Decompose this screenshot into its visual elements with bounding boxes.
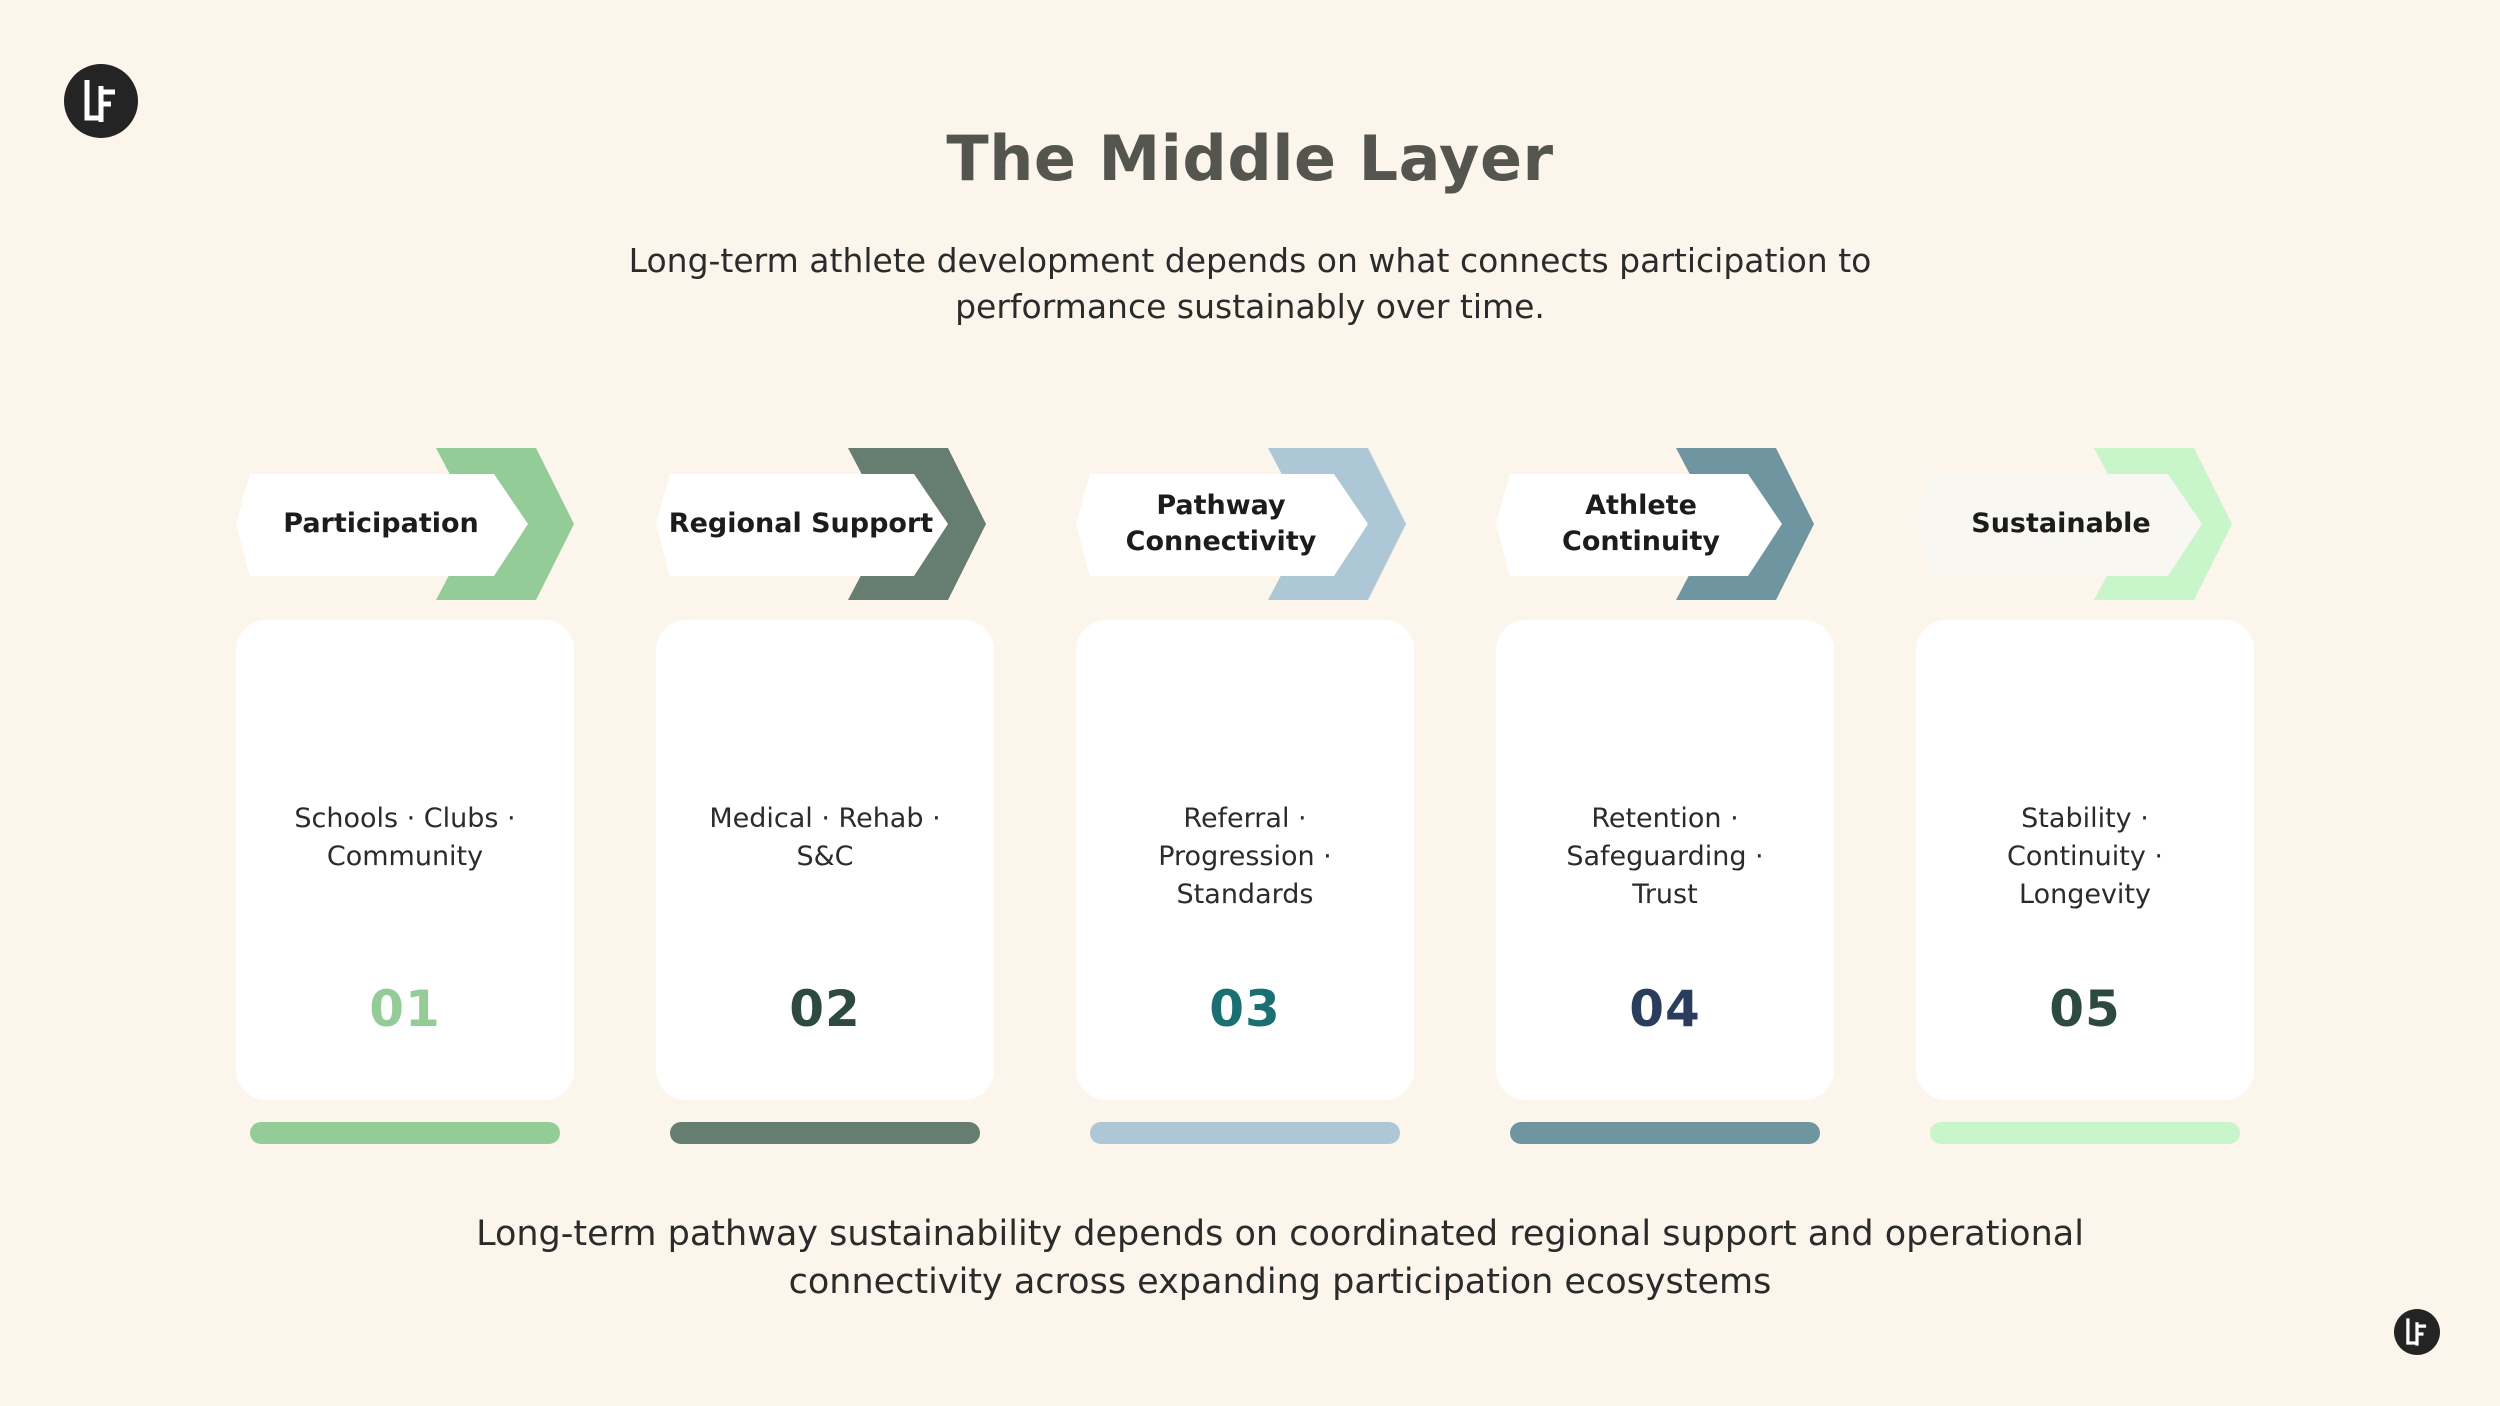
stage-5-bar — [1930, 1122, 2240, 1144]
stage-3: Pathway Connectivity Referral · Progress… — [1076, 448, 1496, 1148]
subtitle-line: performance sustainably over time. — [955, 287, 1545, 326]
stage-4-number: 04 — [1629, 980, 1701, 1038]
stage-1-description: Schools · Clubs · Community — [294, 803, 516, 872]
stage-4: Athlete Continuity Retention · Safeguard… — [1496, 448, 1916, 1148]
page-subtitle: Long-term athlete development depends on… — [600, 238, 1900, 330]
stage-2-description: Medical · Rehab · S&C — [709, 803, 941, 872]
stage-5-label: Sustainable — [1971, 508, 2151, 539]
logo-icon — [64, 64, 138, 138]
stage-2-chevron: Regional Support — [656, 448, 996, 600]
logo-icon — [2394, 1309, 2440, 1355]
page-title: The Middle Layer — [946, 122, 1554, 195]
chevron-label-shape — [1076, 474, 1368, 576]
stage-2-number: 02 — [789, 980, 861, 1038]
subtitle-line: Long-term athlete development depends on… — [628, 241, 1872, 280]
stage-3-chevron: Pathway Connectivity — [1076, 448, 1416, 600]
chevron-label-shape — [1496, 474, 1782, 576]
footer-text: Long-term pathway sustainability depends… — [430, 1210, 2130, 1306]
stage-1: Participation Schools · Clubs · Communit… — [236, 448, 656, 1148]
stage-1-bar — [250, 1122, 560, 1144]
chevron-label-shape — [1916, 474, 2202, 576]
stage-3-card: Referral · Progression · Standards 03 — [1076, 620, 1414, 1100]
stage-3-number: 03 — [1209, 980, 1281, 1038]
stage-5-number: 05 — [2049, 980, 2121, 1038]
stage-2: Regional Support Medical · Rehab · S&C 0… — [656, 448, 1076, 1148]
stage-4-label: Athlete Continuity — [1562, 490, 1720, 557]
stage-4-card: Retention · Safeguarding · Trust 04 — [1496, 620, 1834, 1100]
stage-1-chevron: Participation — [236, 448, 576, 600]
stage-1-label: Participation — [283, 508, 479, 539]
stage-4-bar — [1510, 1122, 1820, 1144]
stage-2-card: Medical · Rehab · S&C 02 — [656, 620, 994, 1100]
stage-1-card: Schools · Clubs · Community 01 — [236, 620, 574, 1100]
stage-1-number: 01 — [369, 980, 441, 1038]
stage-4-chevron: Athlete Continuity — [1496, 448, 1836, 600]
stage-5-description: Stability · Continuity · Longevity — [2006, 803, 2164, 910]
footer-line: connectivity across expanding participat… — [788, 1262, 1772, 1302]
stage-2-bar — [670, 1122, 980, 1144]
stage-4-description: Retention · Safeguarding · Trust — [1566, 803, 1764, 910]
stage-3-bar — [1090, 1122, 1400, 1144]
stage-3-label: Pathway Connectivity — [1125, 490, 1317, 557]
chevron-label-shape — [656, 474, 948, 576]
stage-5-chevron: Sustainable — [1916, 448, 2256, 600]
footer-line: Long-term pathway sustainability depends… — [476, 1214, 2084, 1254]
stage-5: Sustainable Stability · Continuity · Lon… — [1916, 448, 2336, 1148]
stage-3-description: Referral · Progression · Standards — [1158, 803, 1332, 910]
stage-2-label: Regional Support — [668, 508, 934, 539]
chevron-label-shape — [236, 474, 528, 576]
stage-5-card: Stability · Continuity · Longevity 05 — [1916, 620, 2254, 1100]
